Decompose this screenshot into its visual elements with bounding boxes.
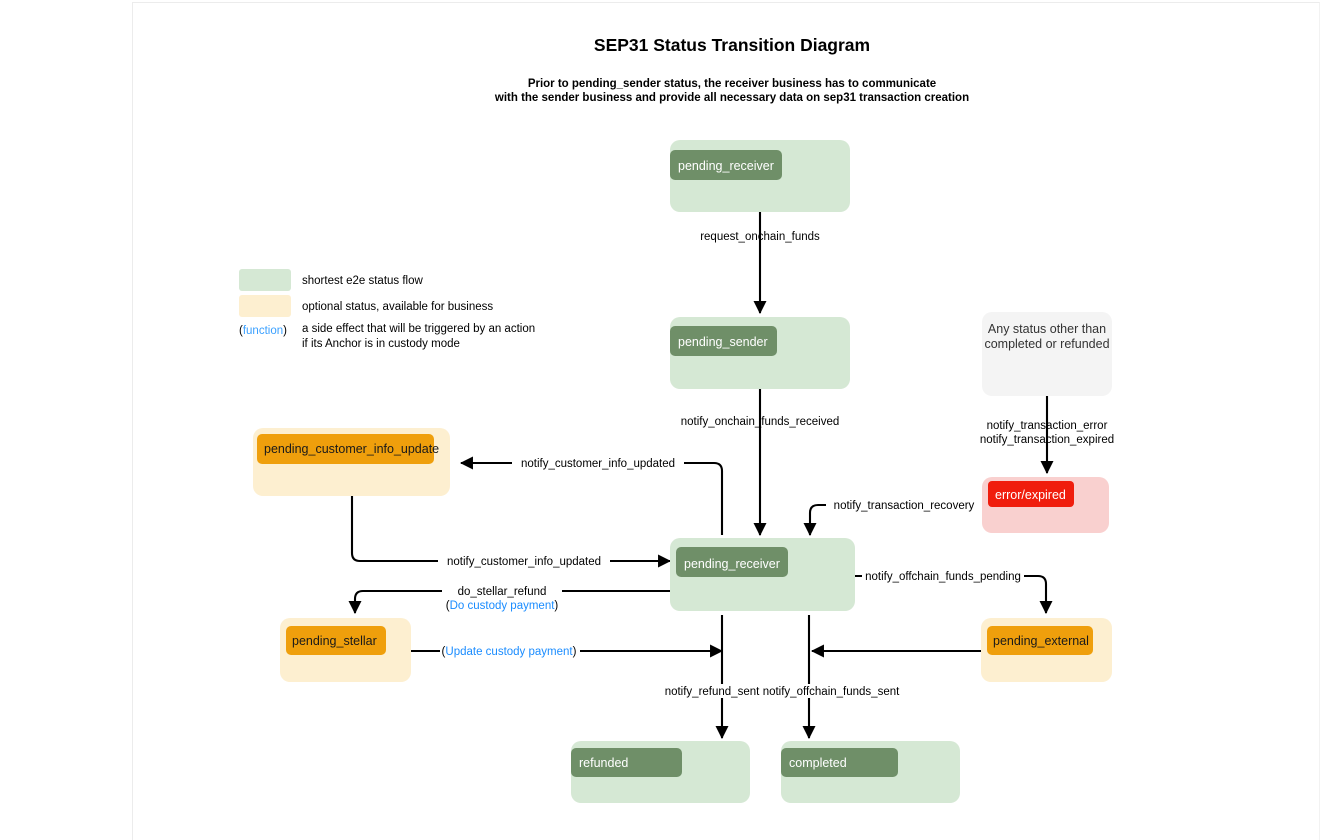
edge-label-notify-offchain-funds-sent: notify_offchain_funds_sent: [763, 686, 900, 698]
node-pending-customer-info-update[interactable]: pending_customer_info_update: [253, 428, 450, 496]
edge-notify-offchain-funds-pending: [855, 574, 1053, 615]
node-chip-pending-stellar: [286, 626, 386, 655]
node-label-pending-customer-info-update: pending_customer_info_update: [264, 442, 439, 456]
legend-label-green: shortest e2e status flow: [302, 275, 424, 287]
edge-notify-customer-info-updated-back: [459, 456, 724, 535]
legend-function-desc-2: if its Anchor is in custody mode: [302, 338, 460, 350]
function-label-update-custody-payment: Update custody payment: [445, 646, 573, 658]
node-label-any-status-line-2: completed or refunded: [984, 337, 1109, 351]
label-backdrop-e10: [762, 684, 912, 698]
page-title: SEP31 Status Transition Diagram: [594, 35, 870, 55]
edge-notify-transaction-recovery: [803, 503, 982, 537]
label-backdrop-e8: [862, 569, 1024, 583]
node-label-completed: completed: [789, 756, 847, 770]
legend-function-word: function: [243, 325, 283, 337]
label-backdrop-e4: [438, 554, 610, 568]
subtitle-line-1: Prior to pending_sender status, the rece…: [528, 78, 936, 90]
edge-label-update-custody-payment: (Update custody payment): [442, 646, 577, 658]
node-label-any-status-line-1: Any status other than: [988, 322, 1106, 336]
node-label-pending-receiver-mid: pending_receiver: [684, 557, 780, 571]
edge-label-request-onchain-funds: request_onchain_funds: [700, 231, 820, 243]
edge-label-notify-refund-sent: notify_refund_sent: [665, 686, 760, 698]
node-label-pending-receiver-top: pending_receiver: [678, 159, 774, 173]
legend-close-paren: ): [283, 325, 287, 337]
node-chip-pending-sender: [670, 326, 777, 356]
legend: shortest e2e status flow optional status…: [239, 269, 535, 350]
paren-close-e5: ): [554, 600, 558, 612]
node-pending-stellar[interactable]: pending_stellar: [280, 618, 411, 682]
node-label-error-expired: error/expired: [995, 488, 1066, 502]
edge-label-do-stellar-refund: do_stellar_refund: [458, 586, 547, 598]
edge-label-do-custody-payment: (Do custody payment): [446, 600, 559, 612]
node-completed[interactable]: completed: [781, 741, 960, 803]
node-any-status: Any status other than completed or refun…: [982, 312, 1112, 396]
edge-label-notify-transaction-expired: notify_transaction_expired: [980, 434, 1114, 446]
node-pending-sender[interactable]: pending_sender: [670, 317, 850, 389]
node-chip-completed: [781, 748, 898, 777]
legend-function-key: (function): [239, 325, 287, 337]
legend-swatch-green: [239, 269, 291, 291]
label-backdrop-e3: [512, 456, 684, 470]
edge-notify-customer-info-updated-fwd: [350, 496, 672, 568]
node-chip-error-expired: [988, 481, 1074, 507]
legend-open-paren: (: [239, 325, 243, 337]
node-chip-pending-external: [987, 626, 1093, 655]
label-backdrop-e6: [440, 644, 580, 658]
label-backdrop-e7: [826, 498, 982, 512]
node-label-pending-external: pending_external: [993, 634, 1089, 648]
paren-open-e5: (: [446, 600, 450, 612]
function-label-do-custody-payment: Do custody payment: [450, 600, 556, 612]
node-refunded[interactable]: refunded: [571, 741, 750, 803]
legend-swatch-cream: [239, 295, 291, 317]
edges-layer: request_onchain_funds notify_onchain_fun…: [348, 212, 1114, 740]
edge-label-notify-transaction-error: notify_transaction_error: [987, 420, 1108, 432]
label-backdrop-e5: [442, 584, 562, 598]
paren-close-e6: ): [573, 646, 577, 658]
legend-function-desc-1: a side effect that will be triggered by …: [302, 323, 535, 335]
edge-label-notify-onchain-funds-received: notify_onchain_funds_received: [681, 416, 840, 428]
node-label-pending-stellar: pending_stellar: [292, 634, 377, 648]
node-label-pending-sender: pending_sender: [678, 335, 768, 349]
paren-open-e6: (: [442, 646, 446, 658]
node-chip-refunded: [571, 748, 682, 777]
node-label-refunded: refunded: [579, 756, 628, 770]
legend-label-cream: optional status, available for business: [302, 301, 493, 313]
node-chip-pending-customer-info-update: [257, 434, 434, 464]
edge-do-stellar-refund: [348, 589, 670, 615]
node-error-expired[interactable]: error/expired: [982, 477, 1109, 533]
node-pending-receiver-mid[interactable]: pending_receiver: [670, 538, 855, 611]
edge-label-notify-offchain-funds-pending: notify_offchain_funds_pending: [865, 571, 1021, 583]
node-pending-receiver-top[interactable]: pending_receiver: [670, 140, 850, 212]
node-pending-external[interactable]: pending_external: [981, 618, 1112, 682]
node-body-any-status: [982, 312, 1112, 396]
node-chip-pending-receiver-mid: [676, 547, 788, 577]
edge-label-notify-customer-info-updated-fwd: notify_customer_info_updated: [447, 556, 601, 568]
edge-label-notify-customer-info-updated-back: notify_customer_info_updated: [521, 458, 675, 470]
node-chip-pending-receiver-top: [670, 150, 782, 180]
subtitle-line-2: with the sender business and provide all…: [494, 92, 969, 104]
label-backdrop-e9: [656, 684, 772, 698]
edge-label-notify-transaction-recovery: notify_transaction_recovery: [834, 500, 975, 512]
